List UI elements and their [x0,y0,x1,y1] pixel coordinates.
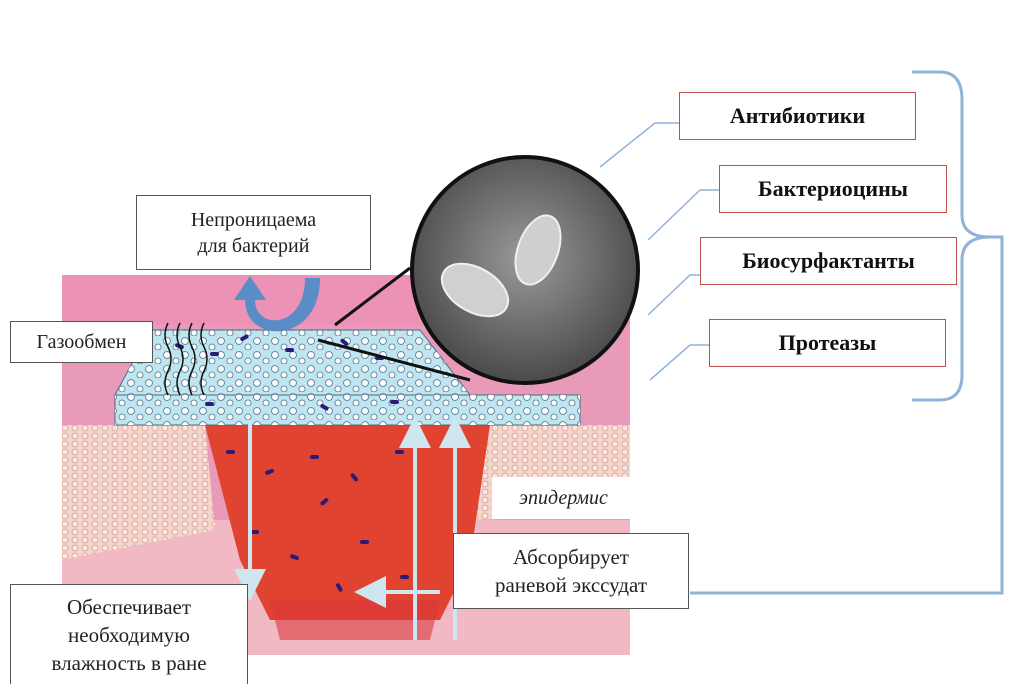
agent-proteases: Протеазы [709,319,946,367]
gas-exchange-label: Газообмен [10,321,153,363]
agent-bacteriocins: Бактериоцины [719,165,947,213]
impermeable-label: Непроницаема для бактерий [136,195,371,270]
moisture-label: Обеспечивает необходимую влажность в ран… [10,584,248,684]
agent-antibiotics: Антибиотики [679,92,916,140]
epidermis-label: эпидермис [492,477,635,519]
brace-link-line [690,237,1002,593]
dressing-top-dots [115,330,470,395]
agent-biosurfactants: Биосурфактанты [700,237,957,285]
absorbs-exudate-label: Абсорбирует раневой экссудат [453,533,689,609]
dressing-base-dots [115,395,580,425]
